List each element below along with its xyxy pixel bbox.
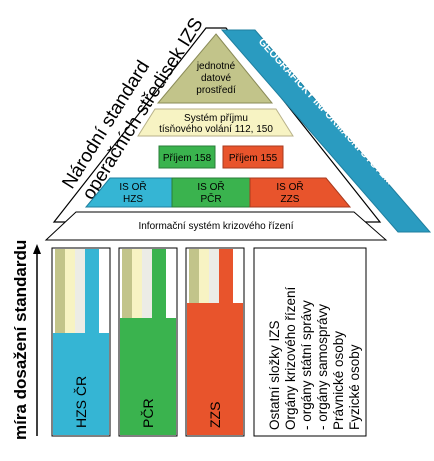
prijem-158-label: Příjem 158	[163, 153, 212, 164]
geo-band	[220, 29, 432, 233]
legend-line-3: - orgány státní správy	[299, 300, 314, 430]
is-or-pcr-line-1: IS OŘ	[197, 180, 224, 193]
kriz-label: Informační systém krizového řízení	[138, 221, 293, 232]
column-zzs: ZZS	[185, 247, 245, 437]
legend-column: Ostatní složky IZS Orgány krizového říze…	[253, 247, 367, 437]
apex-line-2: datové	[201, 73, 231, 84]
column-zzs-label: ZZS	[207, 402, 223, 428]
is-or-zzs-line-2: ZZS	[281, 194, 300, 205]
axis-label: míra dosažení standardu	[11, 240, 30, 440]
is-or-zzs	[249, 177, 352, 208]
legend-line-6: Fyzické osoby	[347, 344, 362, 430]
kriz-band	[44, 211, 388, 241]
is-or-hzs-line-2: HZS	[123, 194, 143, 205]
apex-line-3: prostředí	[196, 85, 236, 96]
reception-band	[137, 108, 294, 137]
column-hzs: HZS ČR	[51, 247, 111, 437]
legend-line-1: Ostatní složky IZS	[267, 320, 282, 430]
is-or-zzs-line-1: IS OŘ	[276, 180, 303, 193]
prijem-155-box	[222, 145, 284, 169]
apex-line-1: jednotné	[196, 61, 236, 72]
is-or-hzs-line-1: IS OŘ	[119, 180, 146, 193]
legend-line-2: Orgány krizového řízení	[283, 286, 298, 430]
legend-line-5: Právnické osoby	[331, 331, 346, 430]
prijem-155-label: Příjem 155	[229, 153, 278, 164]
reception-line-1: Systém příjmu	[184, 113, 248, 124]
column-pcr: PČR	[118, 247, 178, 437]
legend-line-4: - orgány samosprávy	[315, 304, 330, 430]
reception-line-2: tísňového volání 112, 150	[159, 124, 273, 135]
apex-triangle	[156, 33, 274, 104]
roof-outline	[52, 27, 382, 223]
column-pcr-label: PČR	[140, 398, 156, 428]
is-or-pcr-line-2: PČR	[200, 192, 221, 205]
prijem-158-box	[158, 145, 216, 169]
column-hzs-label: HZS ČR	[73, 376, 89, 428]
axis-arrow	[33, 244, 41, 254]
